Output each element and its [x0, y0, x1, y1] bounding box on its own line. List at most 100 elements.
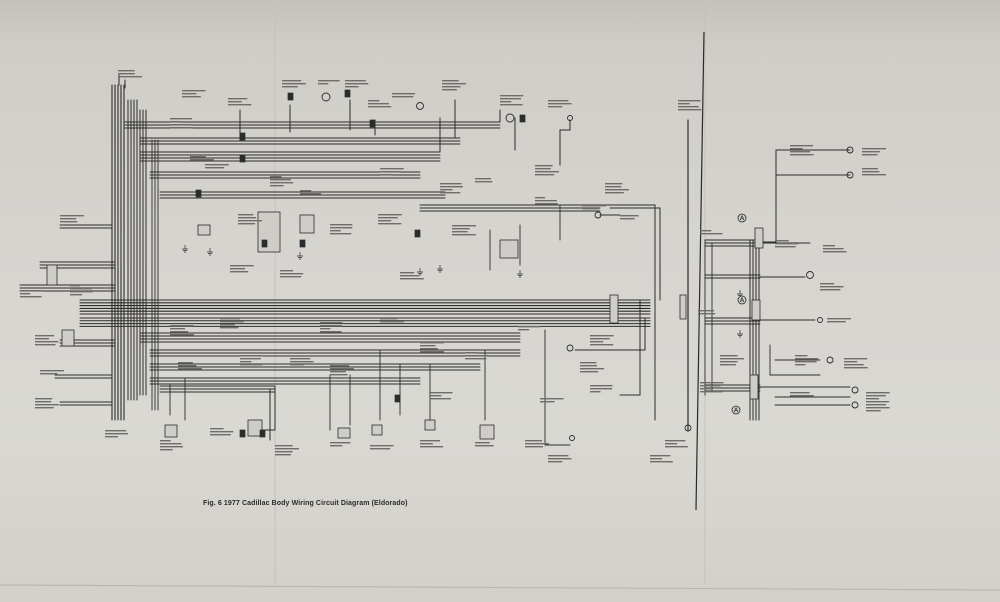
fine-print: [650, 455, 671, 457]
fine-print: [582, 205, 606, 207]
wire: [544, 329, 571, 446]
fine-print: [790, 395, 814, 397]
fine-print: [440, 192, 461, 194]
fine-print: [238, 217, 257, 219]
fine-print: [500, 104, 523, 106]
fine-print: [280, 270, 294, 272]
fine-print: [790, 148, 803, 150]
fine-print: [698, 313, 716, 315]
lamp-symbol: [684, 424, 692, 432]
fine-print: [160, 449, 173, 451]
fine-print: [160, 443, 182, 445]
fine-print: [60, 221, 78, 223]
fine-print: [330, 227, 353, 229]
fine-print: [370, 448, 391, 450]
fine-print: [866, 392, 890, 394]
fine-print: [844, 361, 858, 363]
fine-print: [290, 361, 314, 363]
fine-print: [70, 285, 81, 287]
fine-print: [320, 325, 342, 327]
fine-print: [240, 364, 263, 366]
fine-print: [35, 401, 52, 403]
fine-print: [178, 368, 202, 370]
fine-print: [540, 398, 564, 400]
fine-print: [440, 189, 453, 191]
fine-print: [275, 448, 299, 450]
wire: [619, 299, 641, 396]
connector-plug: [195, 189, 202, 198]
fine-print: [535, 171, 559, 173]
fine-print: [275, 454, 291, 456]
fine-print: [60, 218, 77, 220]
fine-print: [228, 101, 242, 103]
fine-print: [700, 382, 724, 384]
fine-print: [442, 80, 459, 82]
fine-print: [270, 182, 294, 184]
component-box: [749, 374, 759, 400]
fine-print: [105, 430, 127, 432]
fine-print: [866, 401, 890, 403]
lamp-symbol: [594, 211, 602, 219]
fine-print: [380, 318, 398, 320]
connector-callout-letter: A: [734, 408, 739, 414]
fine-print: [590, 335, 614, 337]
fine-print: [330, 230, 341, 232]
fine-print: [330, 371, 346, 373]
connector-callout-letter: A: [740, 298, 745, 304]
fine-print: [665, 446, 688, 448]
fine-print: [70, 291, 93, 293]
fine-print: [866, 410, 881, 412]
fine-print: [605, 189, 629, 191]
fine-print: [580, 362, 597, 364]
fine-print: [35, 335, 55, 337]
fine-print: [790, 145, 814, 147]
component-box: [257, 211, 281, 253]
connector-callout-circle: [731, 405, 741, 415]
fine-print: [170, 118, 192, 120]
wire: [769, 344, 821, 376]
fine-print: [698, 310, 715, 312]
fine-print: [582, 208, 600, 210]
connector-plug: [239, 429, 246, 438]
fine-print: [678, 103, 690, 105]
fine-print: [465, 358, 487, 360]
fine-print: [866, 398, 880, 400]
fine-print: [605, 183, 623, 185]
fine-print: [590, 344, 614, 346]
fine-print: [518, 329, 530, 331]
component-box: [754, 227, 764, 249]
fine-print: [230, 268, 246, 270]
fine-print: [400, 272, 415, 274]
fine-print: [40, 370, 64, 372]
fine-print: [475, 442, 490, 444]
fine-print: [820, 283, 835, 285]
fine-print: [210, 431, 234, 433]
lamp-symbol: [846, 171, 854, 179]
connector-callouts: AAA: [731, 213, 747, 415]
fine-print: [60, 215, 84, 217]
ground-symbol: [737, 290, 743, 298]
fine-print: [420, 345, 436, 347]
fine-print: [182, 93, 197, 95]
fine-print: [210, 434, 231, 436]
fine-print: [548, 100, 569, 102]
connector-plug: [299, 239, 306, 248]
fine-print: [420, 446, 444, 448]
fine-print: [535, 174, 555, 176]
component-box: [337, 427, 351, 439]
fine-print: [500, 98, 521, 100]
fine-print: [844, 364, 864, 366]
fine-print: [230, 271, 249, 273]
lamp-symbol: [846, 146, 854, 154]
fine-print: [220, 324, 235, 326]
connector-plug: [287, 92, 294, 101]
fine-print: [330, 442, 351, 444]
component-box: [299, 214, 315, 234]
fine-print: [368, 103, 389, 105]
connector-callout-circle: [737, 295, 747, 305]
fine-print: [605, 186, 622, 188]
fine-print: [270, 176, 282, 178]
fine-print: [238, 223, 256, 225]
fine-print: [442, 86, 461, 88]
fine-print: [720, 358, 744, 360]
